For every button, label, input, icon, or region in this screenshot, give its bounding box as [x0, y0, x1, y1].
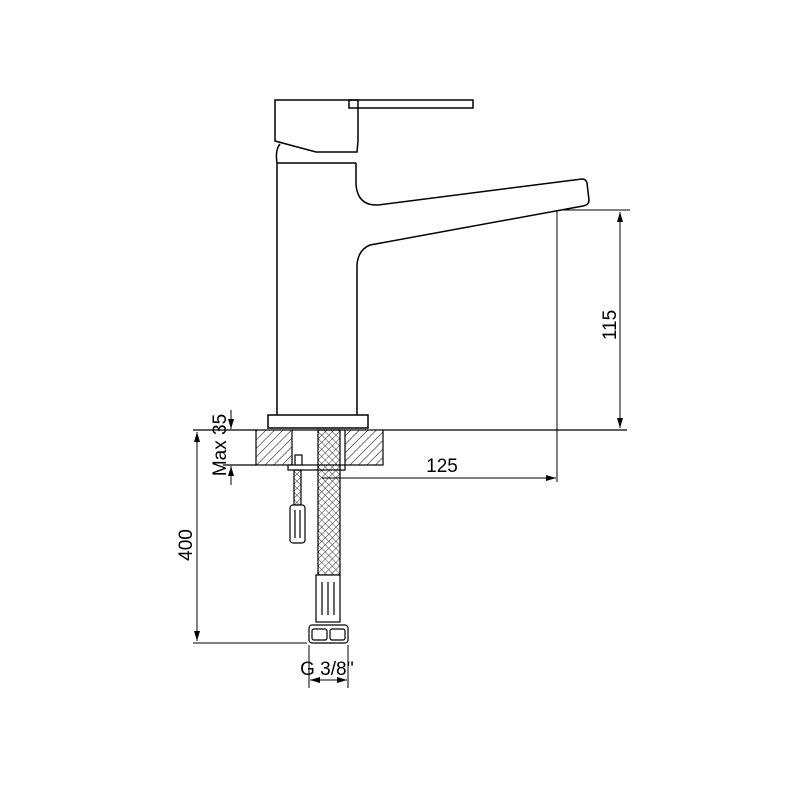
supply-hose	[308, 429, 349, 644]
label-g-3-8: G 3/8''	[300, 659, 354, 680]
threaded-rod	[293, 469, 302, 506]
counter-section-left	[255, 429, 293, 466]
counter-section-right	[344, 429, 384, 466]
collar	[275, 143, 356, 164]
base-plate	[267, 414, 369, 429]
countertop	[193, 429, 627, 466]
fixing-nut	[289, 504, 306, 544]
mounting-hardware	[287, 454, 346, 544]
lever-plate	[348, 99, 474, 109]
stud-top	[294, 454, 303, 466]
faucet-body	[267, 99, 590, 429]
label-125: 125	[426, 456, 458, 477]
body-and-spout	[276, 163, 590, 415]
washer-plate	[287, 464, 346, 471]
lever-handle	[274, 99, 359, 153]
dimension-lines	[193, 209, 630, 688]
label-115: 115	[600, 310, 621, 340]
label-400: 400	[176, 529, 197, 561]
braided-hose	[317, 429, 341, 576]
label-max-35: Max 35	[210, 414, 231, 476]
